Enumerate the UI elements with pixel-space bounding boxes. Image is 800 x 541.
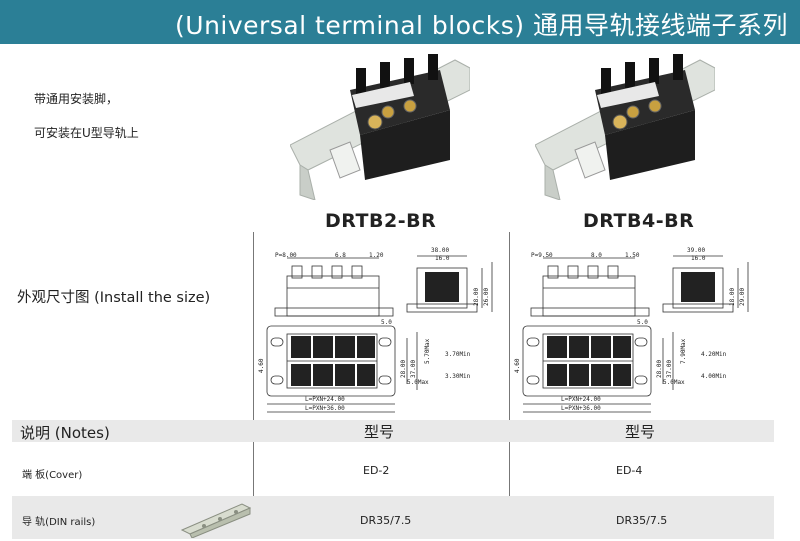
column-header-right: 型号 [625,423,656,441]
technical-drawing-right: P=9.50 8.0 1.50 39.00 16.0 18.00 29.00 5… [514,247,749,413]
dim-base-right: 5.0 [637,319,648,326]
column-divider-right [509,232,510,537]
dim-wtop2-left: 16.0 [435,255,450,262]
cell-cover-left: ED-2 [363,464,390,477]
dim-d1-left: 6.8 [335,252,346,259]
intro-line-1: 带通用安装脚， [34,92,119,106]
table-row-rails-bg [12,496,774,539]
dimension-label: 外观尺寸图 (Install the size) [17,290,211,306]
cell-rails-right: DR35/7.5 [616,514,668,527]
din-rail-image [180,503,252,538]
dim-side1-left: 28.00 [400,360,407,378]
dim-h1-right: 18.00 [729,288,736,306]
column-divider-left [253,232,254,537]
column-header-left: 型号 [364,423,395,441]
dim-hole2-left: 3.30Min [445,373,471,380]
dim-v1-right: 7.90Max [680,338,687,364]
dim-wtop-right: 39.00 [687,247,705,254]
dim-wtop2-right: 16.0 [691,255,706,262]
dim-len2-left: L=PXN+36.00 [305,405,345,412]
product-image-right [535,54,715,200]
model-title-left: DRTB2-BR [325,210,437,232]
dim-hole2-right: 4.00Min [701,373,727,380]
notes-header-bar [12,420,774,442]
dim-hside-right: 4.60 [514,358,521,373]
product-image-left [290,54,470,200]
row-label-din-rails: 导 轨(DIN rails) [22,517,96,528]
dim-side2-left: 37.00 [410,360,417,378]
intro-line-2: 可安装在U型导轨上 [34,126,139,140]
row-label-cover: 端 板(Cover) [22,470,83,481]
dim-pitch-left: P=8.00 [275,252,297,259]
dim-v1-left: 5.70Max [424,338,431,364]
model-title-right: DRTB4-BR [583,210,695,232]
dim-h1-left: 28.00 [473,288,480,306]
dim-len2-right: L=PXN+36.00 [561,405,601,412]
dim-d2-right: 1.50 [625,252,640,259]
dim-len1-left: L=PXN+24.00 [305,396,345,403]
dim-h2-left: 26.00 [483,288,490,306]
dim-h2-right: 29.00 [739,288,746,306]
dim-pitch-right: P=9.50 [531,252,553,259]
header-bar: (Universal terminal blocks) 通用导轨接线端子系列 [0,0,800,44]
cell-rails-left: DR35/7.5 [360,514,412,527]
dim-d2-left: 1.20 [369,252,384,259]
dim-side1-right: 28.00 [656,360,663,378]
technical-drawing-left: P=8.00 6.8 1.20 38.00 16.0 28.00 26.00 5… [258,247,493,413]
dim-max-left: 5.0Max [407,379,429,386]
dim-hside-left: 4.60 [258,358,265,373]
dim-hole1-right: 4.20Min [701,351,727,358]
dim-hole1-left: 3.70Min [445,351,471,358]
cell-cover-right: ED-4 [616,464,643,477]
dim-max-right: 5.0Max [663,379,685,386]
page-title: (Universal terminal blocks) 通用导轨接线端子系列 [175,11,788,40]
dim-side2-right: 37.00 [666,360,673,378]
dim-wtop-left: 38.00 [431,247,449,254]
dim-d1-right: 8.0 [591,252,602,259]
notes-title: 说明 (Notes) [20,424,110,442]
dim-len1-right: L=PXN+24.00 [561,396,601,403]
dim-base-left: 5.0 [381,319,392,326]
